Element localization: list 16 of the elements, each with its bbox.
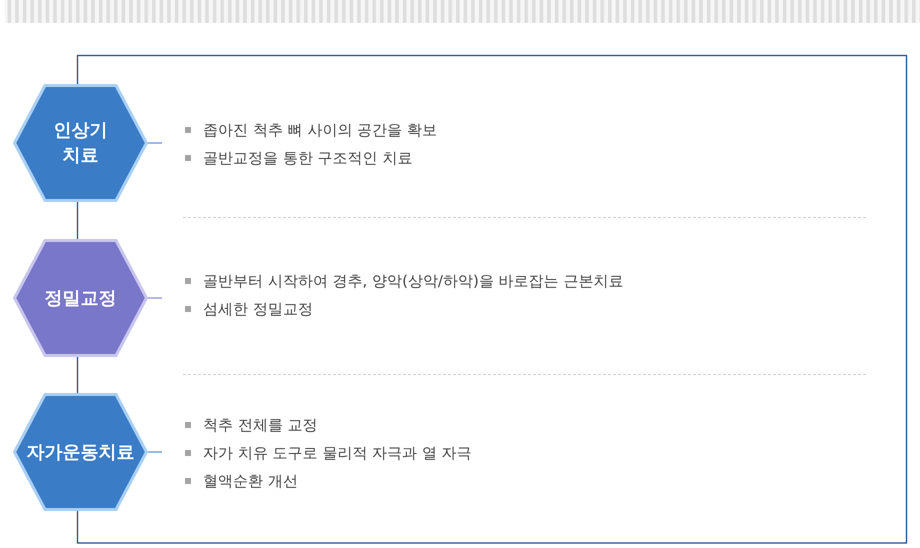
hexagon-node xyxy=(13,84,148,202)
hexagon-label: 자가운동치료 xyxy=(26,440,134,464)
connector-line xyxy=(148,142,162,144)
bullet-point-text: 자가 치유 도구로 물리적 자극과 열 자극 xyxy=(203,443,472,463)
hexagon-node xyxy=(13,239,148,357)
hexagon-node xyxy=(13,393,148,511)
bullet-point-text: 골반교정을 통한 구조적인 치료 xyxy=(203,148,412,168)
bullet-point-text: 골반부터 시작하여 경추, 양악(상악/하악)을 바로잡는 근본치료 xyxy=(203,271,624,291)
bullet-point-text: 좁아진 척추 뼈 사이의 공간을 확보 xyxy=(203,120,437,140)
hexagon-label: 인상기 치료 xyxy=(52,119,108,168)
hexagon-label: 정밀교정 xyxy=(44,286,116,310)
connector-line xyxy=(148,297,162,299)
bullet-point-text: 척추 전체를 교정 xyxy=(203,415,318,435)
connector-line xyxy=(148,451,162,453)
bullet-point-text: 섬세한 정밀교정 xyxy=(203,299,313,319)
bullet-point-text: 혈액순환 개선 xyxy=(203,471,298,491)
